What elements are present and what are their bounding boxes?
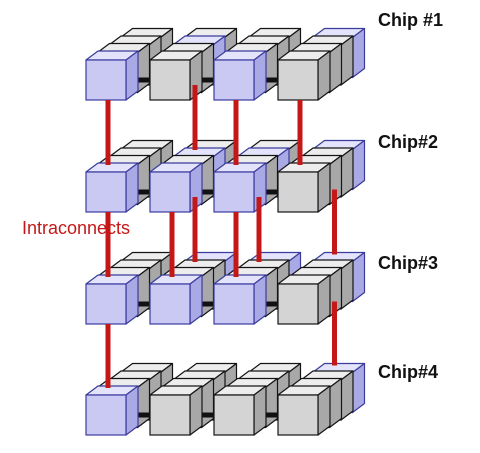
vault-node-blue: [213, 50, 267, 101]
vault-node-gray: [277, 385, 331, 436]
intraconnects: [105, 85, 337, 388]
chip-2-label: Chip#2: [378, 132, 439, 152]
vault-node-gray: [213, 385, 267, 436]
vault-node-gray: [277, 50, 331, 101]
vault-node-blue: [149, 274, 203, 325]
vault-node-blue: [213, 162, 267, 213]
chip-3-label: Chip#3: [378, 253, 439, 273]
chip-1-label: Chip #1: [378, 10, 444, 30]
vault-node-blue: [213, 274, 267, 325]
vault-node-gray: [277, 162, 331, 213]
chip-4-label: Chip#4: [378, 362, 439, 382]
vault-node-blue: [85, 50, 139, 101]
chip-layer: [85, 27, 366, 101]
vault-node-gray: [277, 274, 331, 325]
chip-layer: [85, 139, 366, 213]
vault-node-gray: [149, 50, 203, 101]
vault-node-blue: [85, 162, 139, 213]
vault-node-blue: [85, 274, 139, 325]
chip-layer: [85, 251, 366, 325]
intraconnects-label: Intraconnects: [22, 218, 131, 238]
vault-node-blue: [85, 385, 139, 436]
vault-node-gray: [149, 385, 203, 436]
chip-layer: [85, 362, 366, 436]
vault-node-blue: [149, 162, 203, 213]
chip-layers: [85, 27, 366, 436]
